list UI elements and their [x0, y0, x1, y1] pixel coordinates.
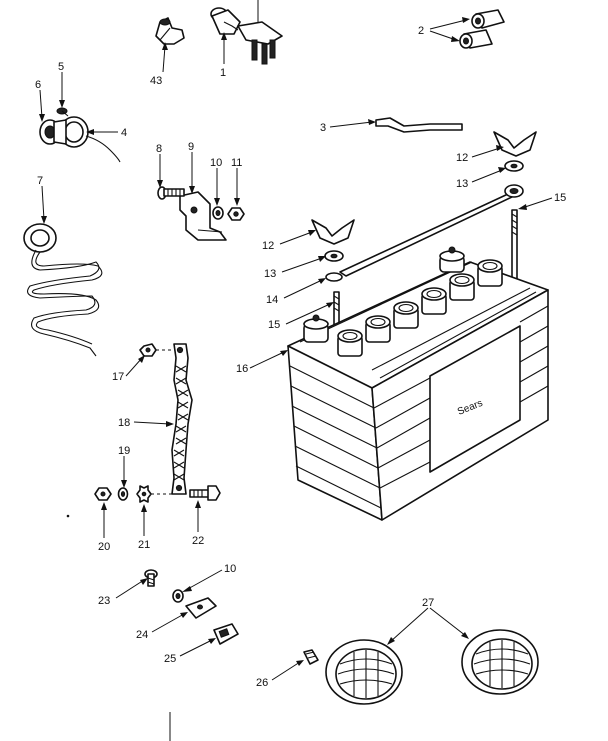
part-12-wing-nut-lower — [311, 219, 355, 245]
callout-8: 8 — [156, 143, 162, 155]
part-12-wing-nut-upper — [493, 131, 537, 157]
callout-21: 21 — [138, 539, 150, 551]
battery-vent-cap-5 — [449, 273, 475, 301]
part-9-bracket — [179, 191, 227, 241]
callout-9: 9 — [188, 141, 194, 153]
callout-24: 24 — [136, 629, 148, 641]
part-43-socket — [155, 17, 185, 45]
battery-vent-cap-4 — [421, 287, 447, 315]
leader-lines — [39, 17, 553, 681]
callout-4: 4 — [121, 127, 127, 139]
part-19-washer — [117, 487, 129, 501]
part-18-ground-strap — [171, 343, 193, 495]
callout-14: 14 — [266, 294, 278, 306]
callout-20: 20 — [98, 541, 110, 553]
part-1-switch — [210, 0, 283, 65]
part-27-lamp-right — [461, 629, 539, 695]
part-8-bolt — [157, 186, 185, 200]
battery-vent-cap-3 — [393, 301, 419, 329]
callout-3: 3 — [320, 122, 326, 134]
callout-5: 5 — [58, 61, 64, 73]
callout-19: 19 — [118, 445, 130, 457]
callout-6: 6 — [35, 79, 41, 91]
stray-dot — [66, 514, 70, 518]
callout-11: 11 — [231, 157, 242, 169]
callout-25: 25 — [164, 653, 176, 665]
part-20-nut — [94, 487, 112, 501]
callout-15-left: 15 — [268, 319, 280, 331]
callout-12-upper: 12 — [456, 152, 468, 164]
battery-vent-cap-1 — [337, 329, 363, 357]
part-26-bulb — [303, 649, 319, 665]
part-13-washer-upper — [504, 160, 524, 172]
part-24-clip — [185, 597, 217, 619]
part-22-bolt — [189, 485, 221, 501]
callout-15-right: 15 — [554, 192, 566, 204]
part-17-nut — [139, 343, 157, 357]
callout-27: 27 — [422, 597, 434, 609]
callout-numbers: 43 1 2 3 4 5 6 7 8 9 10 11 12 13 15 12 1… — [35, 25, 566, 689]
part-16-battery — [287, 261, 549, 521]
callout-10-upper: 10 — [210, 157, 222, 169]
part-27-lamp-left — [325, 639, 403, 705]
callout-13-upper: 13 — [456, 178, 468, 190]
part-25-nut-plate — [213, 623, 239, 645]
callout-26: 26 — [256, 677, 268, 689]
callout-12-lower: 12 — [262, 240, 274, 252]
part-15-j-bolt-right — [511, 209, 518, 281]
battery-vent-cap-2 — [365, 315, 391, 343]
battery-terminal-negative — [303, 314, 329, 343]
part-14-hold-down-bar — [325, 184, 524, 282]
battery-terminal-positive — [439, 246, 465, 273]
part-7-sender-wire — [23, 223, 103, 357]
callout-17: 17 — [112, 371, 124, 383]
battery-vent-cap-6 — [477, 259, 503, 287]
callout-1: 1 — [220, 67, 226, 79]
callout-18: 18 — [118, 417, 130, 429]
callout-43: 43 — [150, 75, 162, 87]
callout-7: 7 — [37, 175, 43, 187]
part-4-gauge — [59, 116, 121, 163]
part-5-screw — [56, 107, 69, 117]
callout-2: 2 — [418, 25, 424, 37]
part-10-washer-lower — [172, 589, 184, 603]
part-11-nut — [227, 207, 245, 221]
callout-16: 16 — [236, 363, 248, 375]
callout-23: 23 — [98, 595, 110, 607]
callout-13-lower: 13 — [264, 268, 276, 280]
callout-10-lower: 10 — [224, 563, 236, 575]
part-10-washer — [212, 206, 224, 220]
part-13-washer-lower — [324, 250, 344, 262]
part-23-screw — [144, 569, 158, 587]
part-3-spring-clip — [375, 117, 463, 133]
part-6-bezel — [39, 119, 67, 145]
part-21-star-washer — [136, 485, 152, 503]
callout-22: 22 — [192, 535, 204, 547]
part-2-fuse-holders — [459, 9, 505, 49]
